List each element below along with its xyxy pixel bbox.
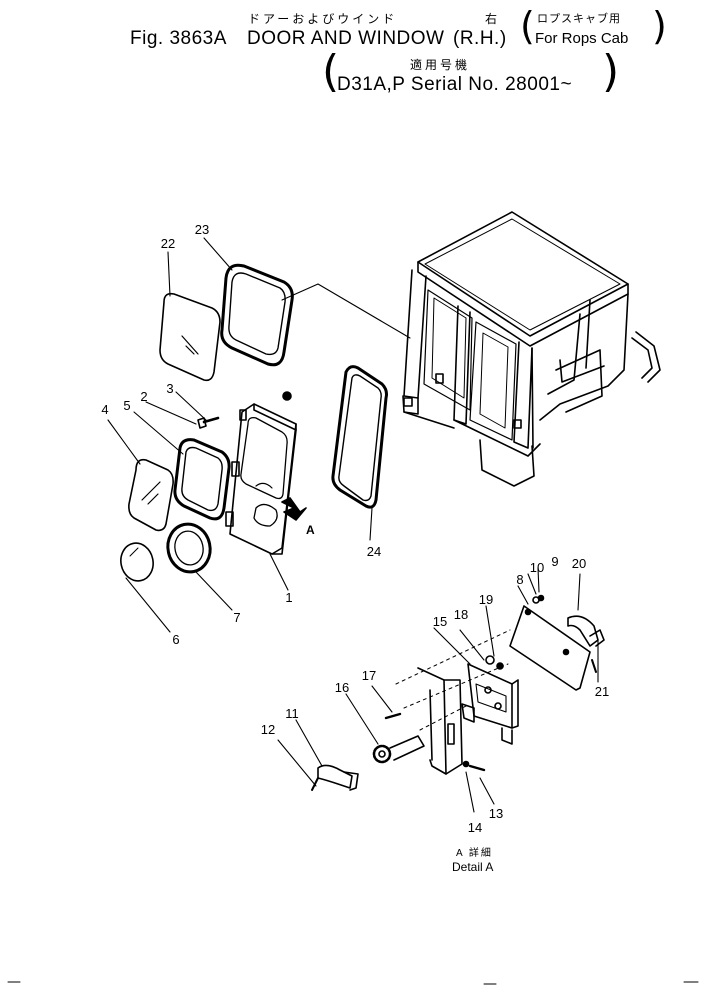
callout-leaders bbox=[107, 237, 599, 813]
view-arrow-label: A bbox=[306, 523, 315, 537]
callout-19: 19 bbox=[479, 592, 493, 607]
inner-lever bbox=[317, 764, 359, 791]
callout-5: 5 bbox=[123, 398, 130, 413]
callout-21: 21 bbox=[595, 684, 609, 699]
figure-number: Fig. 3863A bbox=[130, 28, 227, 49]
callout-7: 7 bbox=[233, 610, 240, 625]
fasteners-detail bbox=[311, 594, 597, 791]
rops-cab-drawing bbox=[402, 211, 661, 487]
callout-13: 13 bbox=[489, 806, 503, 821]
callout-22: 22 bbox=[161, 236, 175, 251]
rops-japanese: ロプスキャブ用 bbox=[537, 12, 621, 25]
callout-16: 16 bbox=[335, 680, 349, 695]
callout-4: 4 bbox=[101, 402, 108, 417]
small-window-glass bbox=[120, 542, 154, 582]
callout-23: 23 bbox=[195, 222, 209, 237]
leader-line bbox=[281, 283, 411, 339]
door-window-glass bbox=[128, 458, 174, 532]
callout-24: 24 bbox=[367, 544, 381, 559]
callout-11: 11 bbox=[285, 706, 299, 721]
callout-18: 18 bbox=[454, 607, 468, 622]
callout-15: 15 bbox=[433, 614, 447, 629]
callout-17: 17 bbox=[362, 668, 376, 683]
callout-20: 20 bbox=[572, 556, 586, 571]
upper-window-seal bbox=[220, 263, 294, 367]
side-japanese: 右 bbox=[485, 12, 501, 26]
detail-label: Detail A bbox=[452, 860, 493, 874]
washer-part bbox=[282, 391, 292, 401]
upper-window-glass bbox=[159, 292, 221, 382]
small-window-seal bbox=[166, 522, 212, 574]
bracket-open: ( bbox=[322, 46, 340, 97]
rops-label: For Rops Cab bbox=[535, 30, 629, 47]
callout-12: 12 bbox=[261, 722, 275, 737]
side-label: (R.H.) bbox=[453, 28, 507, 49]
serial-japanese: 適用号機 bbox=[410, 58, 471, 72]
serial-label: D31A,P Serial No. 28001~ bbox=[337, 74, 573, 95]
callout-8: 8 bbox=[516, 572, 523, 587]
view-arrow bbox=[281, 497, 307, 521]
callout-6: 6 bbox=[172, 632, 179, 647]
door-panel bbox=[225, 403, 297, 555]
rear-window-seal bbox=[331, 365, 388, 509]
callout-3: 3 bbox=[166, 381, 173, 396]
callout-2: 2 bbox=[140, 389, 147, 404]
lock-body bbox=[461, 663, 519, 745]
cover-plate bbox=[509, 605, 591, 691]
screw-part bbox=[197, 416, 220, 429]
title-japanese: ドアーおよびウインド bbox=[248, 12, 398, 26]
door-window-seal bbox=[173, 438, 231, 521]
callout-9: 9 bbox=[551, 554, 558, 569]
callout-1: 1 bbox=[285, 590, 292, 605]
callout-14: 14 bbox=[468, 820, 482, 835]
door-edge-panel bbox=[417, 667, 463, 775]
bracket-close: ) bbox=[602, 46, 620, 97]
callout-10: 10 bbox=[530, 560, 544, 575]
knob-gear bbox=[372, 735, 425, 764]
page-title: DOOR AND WINDOW bbox=[247, 28, 445, 49]
bracket-close: ) bbox=[652, 4, 667, 48]
door-handle bbox=[567, 615, 605, 647]
detail-label-japanese: A 詳細 bbox=[456, 846, 493, 859]
bracket-open: ( bbox=[520, 4, 535, 48]
